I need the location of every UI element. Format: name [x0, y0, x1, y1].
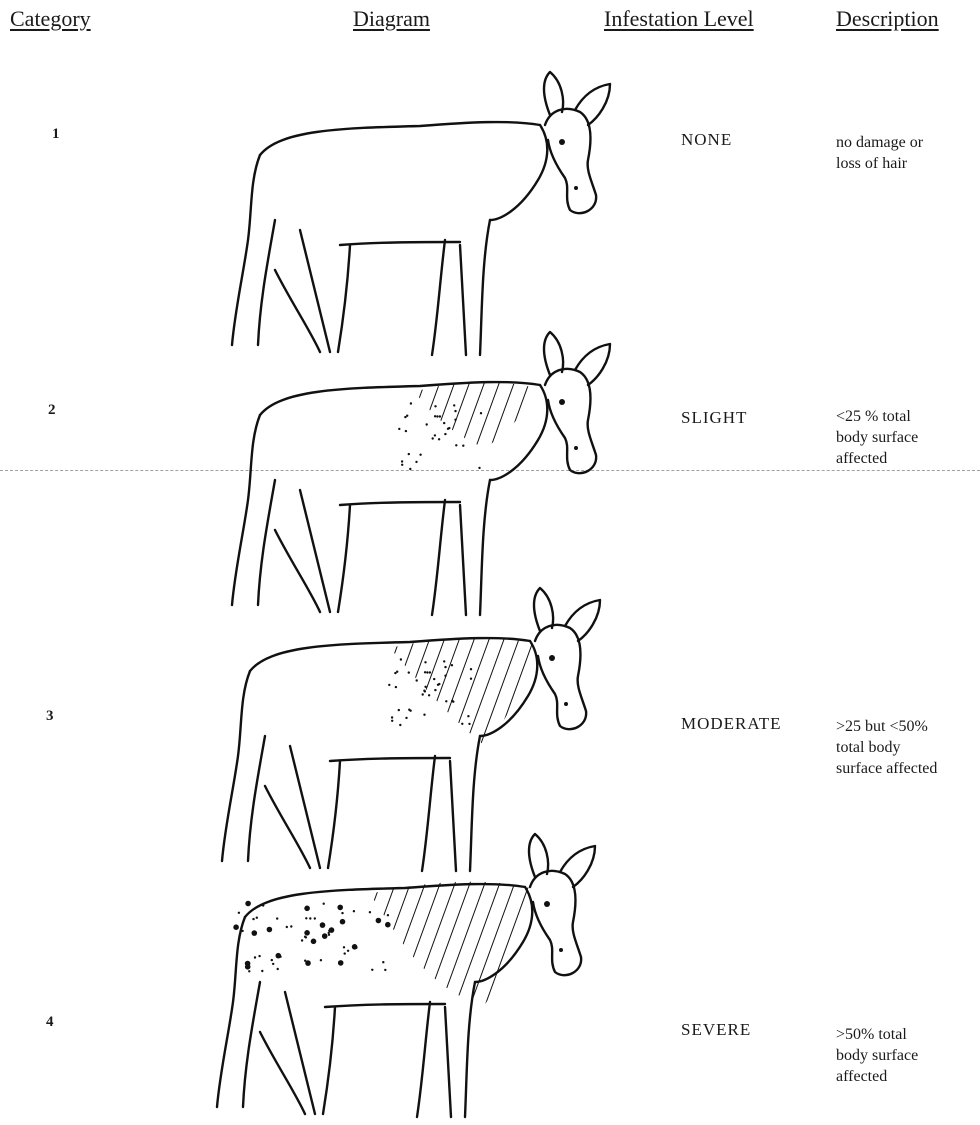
moose-outline: [575, 84, 610, 125]
moose-outline: [445, 1007, 451, 1117]
moose-outline: [260, 122, 540, 155]
moose-outline: [285, 992, 315, 1114]
moose-outline: [340, 242, 460, 245]
infestation-hatching: [370, 882, 530, 1004]
category-number-3: 3: [46, 708, 54, 725]
header-diagram: Diagram: [353, 6, 430, 32]
moose-outline: [232, 415, 260, 605]
moose-outline: [232, 155, 260, 345]
moose-outline: [560, 846, 595, 887]
moose-eye: [559, 399, 565, 405]
moose-eye: [559, 948, 563, 952]
moose-eye: [549, 655, 555, 661]
moose-eye: [559, 139, 565, 145]
moose-eye: [564, 702, 568, 706]
moose-outline: [325, 1004, 445, 1007]
moose-outline: [243, 982, 260, 1107]
infestation-level-1: NONE: [681, 130, 732, 150]
moose-outline: [490, 125, 547, 220]
header-category: Category: [10, 6, 91, 32]
moose-outline: [258, 220, 275, 345]
category-number-4: 4: [46, 1014, 54, 1031]
moose-outline: [565, 600, 600, 641]
infestation-level-4: SEVERE: [681, 1020, 751, 1040]
moose-outline: [465, 982, 475, 1117]
moose-outline: [330, 758, 450, 761]
category-number-1: 1: [52, 126, 60, 143]
moose-diagram-2: [220, 330, 630, 620]
moose-diagram-1: [220, 70, 630, 360]
infestation-level-3: MODERATE: [681, 714, 782, 734]
infestation-level-2: SLIGHT: [681, 408, 747, 428]
moose-outline: [575, 344, 610, 385]
description-3: >25 but <50% total body surface affected: [836, 716, 937, 779]
category-number-2: 2: [48, 402, 56, 419]
moose-outline: [323, 1007, 335, 1114]
moose-outline: [417, 1002, 430, 1117]
infestation-hatching: [390, 638, 532, 746]
moose-eye: [574, 186, 578, 190]
description-2: <25 % total body surface affected: [836, 406, 918, 469]
moose-eye: [574, 446, 578, 450]
header-infestation-level: Infestation Level: [604, 6, 754, 32]
moose-diagram-4: [205, 832, 615, 1122]
infestation-stipple: [233, 901, 390, 973]
moose-outline: [217, 917, 245, 1107]
header-description: Description: [836, 6, 939, 32]
moose-outline: [340, 502, 460, 505]
moose-eye: [544, 901, 550, 907]
description-4: >50% total body surface affected: [836, 1024, 918, 1087]
description-1: no damage or loss of hair: [836, 132, 923, 174]
